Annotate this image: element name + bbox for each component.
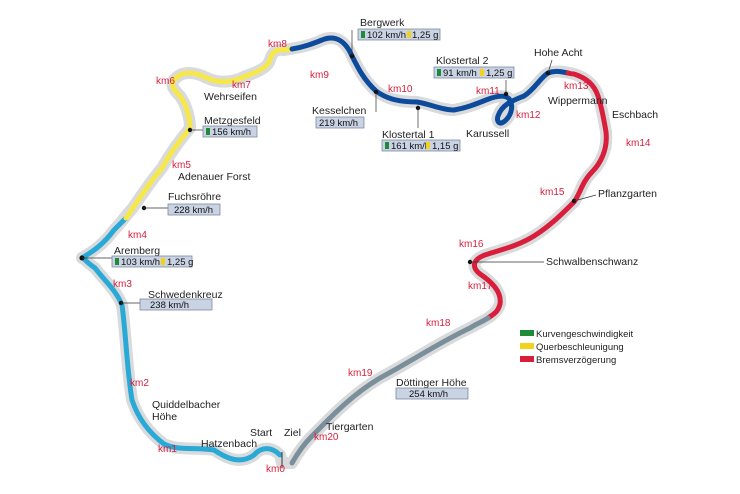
info-box-metzgesfeld: 156 km/h [202, 125, 258, 138]
schwedenkreuz-speed: 238 km/h [150, 300, 189, 311]
aremberg-speed: 103 km/h [121, 257, 160, 268]
legend: Kurvengeschwindigkeit Querbeschleunigung… [520, 329, 634, 366]
label-aremberg: Aremberg [114, 245, 160, 257]
track-segment-yellow [123, 46, 295, 221]
label-wippermann: Wippermann [548, 95, 608, 107]
label-quiddelbacher-2: Höhe [152, 411, 177, 423]
klostertal-1-g: 1,15 g [432, 141, 458, 152]
label-ziel: Ziel [284, 427, 301, 439]
km-marker-1: km1 [158, 444, 177, 455]
label-hohe-acht: Hohe Acht [534, 47, 583, 59]
km-marker-17: km17 [468, 281, 493, 292]
label-schwedenkreuz: Schwedenkreuz [148, 289, 223, 301]
label-tiergarten: Tiergarten [326, 421, 374, 433]
legend-swatch-red [520, 356, 534, 362]
label-kesselchen: Kesselchen [312, 105, 366, 117]
info-box-kesselchen: 219 km/h [315, 116, 365, 129]
label-karussell: Karussell [466, 128, 509, 140]
legend-item-kurvengeschwindigkeit: Kurvengeschwindigkeit [536, 329, 634, 340]
doettinger-speed: 254 km/h [409, 389, 448, 400]
km-marker-9: km9 [310, 70, 329, 81]
km-marker-0: km0 [266, 464, 285, 475]
km-marker-5: km5 [172, 160, 191, 171]
label-eschbach: Eschbach [612, 109, 658, 121]
aremberg-g: 1,25 g [167, 257, 193, 268]
track-segment-light-blue [79, 215, 283, 463]
km-marker-13: km13 [564, 81, 589, 92]
label-adenauer-forst: Adenauer Forst [178, 171, 250, 183]
klostertal-1-speed: 161 km/h [391, 141, 430, 152]
km-marker-14: km14 [626, 138, 651, 149]
klostertal-2-g: 1,25 g [486, 68, 512, 79]
label-quiddelbacher-1: Quiddelbacher [152, 399, 221, 411]
label-pflanzgarten: Pflanzgarten [598, 188, 657, 200]
label-klostertal-1: Klostertal 1 [382, 129, 435, 141]
info-box-schwedenkreuz: 238 km/h [139, 298, 213, 311]
bergwerk-speed: 102 km/h [367, 30, 406, 41]
fuchsroehre-speed: 228 km/h [174, 205, 213, 216]
km-marker-19: km19 [348, 368, 373, 379]
legend-item-querbeschleunigung: Querbeschleunigung [536, 342, 624, 353]
km-marker-8: km8 [268, 39, 287, 50]
bergwerk-g: 1,25 g [412, 30, 438, 41]
km-marker-10: km10 [388, 84, 413, 95]
km-marker-18: km18 [426, 318, 451, 329]
info-box-aremberg: 103 km/h 1,25 g [111, 255, 193, 268]
info-box-klostertal-2: 91 km/h 1,25 g [433, 66, 515, 79]
metzgesfeld-speed: 156 km/h [212, 127, 251, 138]
kesselchen-speed: 219 km/h [319, 118, 358, 129]
km-marker-2: km2 [130, 378, 149, 389]
km-marker-20: km20 [314, 432, 339, 443]
km-marker-12: km12 [516, 110, 541, 121]
label-start: Start [250, 427, 272, 439]
info-box-bergwerk: 102 km/h 1,25 g [357, 28, 441, 41]
leader-hohe-acht [547, 59, 553, 74]
km-marker-16: km16 [459, 239, 484, 250]
km-marker-11: km11 [476, 86, 500, 97]
km-marker-4: km4 [128, 230, 147, 241]
info-box-doettinger-hoehe: 254 km/h [395, 387, 469, 400]
legend-item-bremsverzoegerung: Bremsverzögerung [536, 355, 616, 366]
klostertal-2-speed: 91 km/h [443, 68, 477, 79]
legend-swatch-green [520, 330, 534, 336]
legend-swatch-yellow [520, 343, 534, 349]
label-klostertal-2: Klostertal 2 [436, 55, 489, 67]
km-marker-15: km15 [540, 187, 565, 198]
leader-pflanzgarten [573, 194, 597, 202]
info-box-fuchsroehre: 228 km/h [167, 203, 221, 216]
label-doettinger-hoehe: Döttinger Höhe [396, 377, 467, 389]
label-bergwerk: Bergwerk [360, 17, 405, 29]
label-metzgesfeld: Metzgesfeld [204, 115, 261, 127]
label-schwalbenschwanz: Schwalbenschwanz [546, 256, 638, 268]
km-marker-7: km7 [232, 80, 251, 91]
label-hatzenbach: Hatzenbach [201, 438, 257, 450]
km-marker-6: km6 [156, 76, 175, 87]
km-marker-3: km3 [113, 279, 132, 290]
info-box-klostertal-1: 161 km/h 1,15 g [381, 139, 461, 152]
label-fuchsroehre: Fuchsröhre [168, 191, 221, 203]
track-segment-grey [289, 315, 491, 466]
label-wehrseifen: Wehrseifen [204, 91, 257, 103]
